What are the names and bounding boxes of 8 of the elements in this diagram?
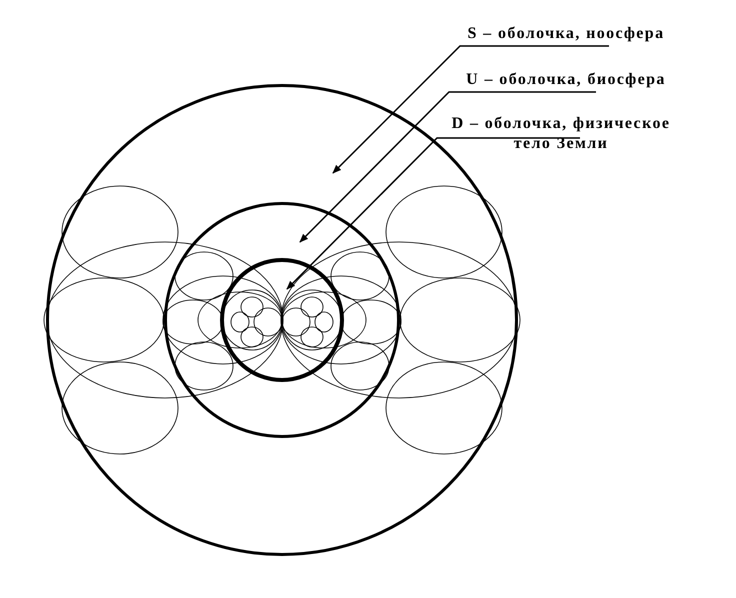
shell-label: D – оболочка, физическое тело Земли (436, 114, 686, 158)
leader-arrow (332, 45, 609, 174)
shell-label: S – оболочка, ноосфера (455, 24, 677, 46)
shell-ring (220, 258, 344, 382)
leader-arrow (286, 137, 580, 290)
shell-label: U – оболочка, биосфера (455, 70, 677, 92)
shell-ring (164, 202, 400, 438)
leader-arrow (299, 91, 596, 243)
